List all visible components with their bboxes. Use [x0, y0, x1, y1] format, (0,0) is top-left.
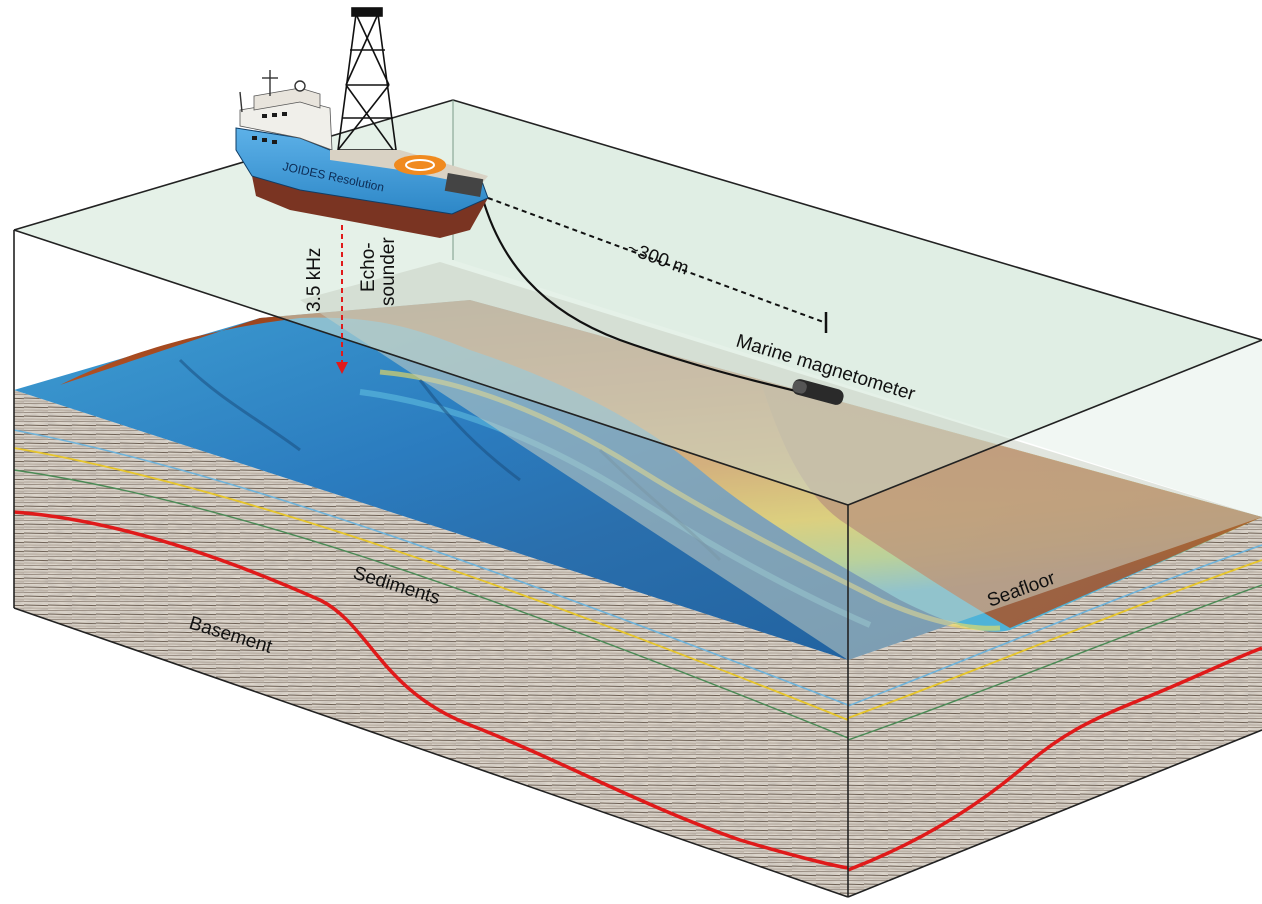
echosounder-label-line1: Echo-: [358, 242, 379, 292]
sediment-reflector-blue-right: [847, 544, 1262, 707]
sediment-reflector-yellow-right: [847, 559, 1262, 719]
sediment-reflector-blue: [13, 429, 849, 706]
block-edges: [13, 99, 1262, 898]
echosounder-ray: [336, 225, 348, 374]
helipad-icon: [394, 155, 446, 175]
shaded-seafloor-under-water: [300, 262, 1262, 660]
distance-line: [487, 197, 827, 324]
magnetometer-sensor-icon: [792, 379, 844, 405]
ship-mast-icon: [239, 70, 306, 113]
stern-ramp: [444, 173, 484, 197]
magnetometer-tow: [480, 195, 844, 405]
seismic-front-face: [13, 390, 849, 897]
seismic-right-face: [847, 517, 1262, 897]
basement-reflector-right: [847, 646, 1262, 872]
tow-cable: [480, 195, 801, 394]
sediment-reflector-green: [13, 469, 849, 739]
ship-windows: [252, 112, 287, 144]
canyon-2: [418, 379, 521, 482]
sediment-reflector-yellow: [13, 447, 849, 721]
echosounder-frequency-label: 3.5 kHz: [304, 248, 325, 312]
drillship-icon: JOIDES Resolution: [235, 7, 489, 238]
canyon-1: [178, 358, 301, 452]
echosounder-label-line2: sounder: [378, 237, 399, 306]
basement-reflector-front: [13, 510, 849, 870]
sediment-reflector-green-right: [847, 584, 1262, 741]
